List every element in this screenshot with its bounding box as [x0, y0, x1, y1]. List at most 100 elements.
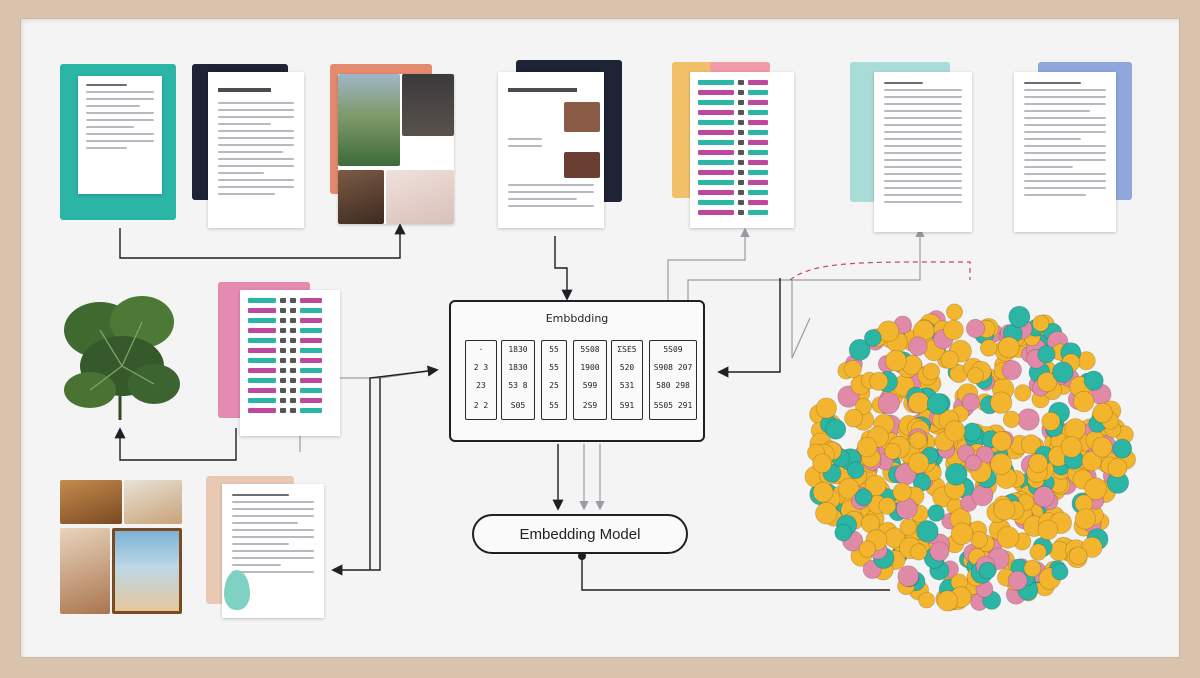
cluster-coin	[966, 367, 984, 385]
photo-crafts	[338, 170, 384, 224]
cluster-coin	[1092, 402, 1113, 424]
diagram-canvas: Embbdding · 2 3 23 2 2 1830 1830 53 8 S0…	[20, 18, 1180, 658]
cluster-coin	[1007, 570, 1028, 591]
embedding-column-1: · 2 3 23 2 2	[465, 340, 497, 420]
embedding-cell: S908 207	[653, 363, 693, 372]
cluster-coin	[1091, 436, 1113, 458]
cluster-coin	[944, 420, 966, 442]
cluster-coin	[877, 320, 900, 343]
cluster-coin	[1112, 438, 1133, 459]
photo-shelves	[60, 528, 110, 614]
arrow-embedding-doc5	[667, 227, 750, 300]
embedding-cell: 55	[549, 345, 559, 354]
cluster-coin	[855, 397, 873, 415]
embedding-column-2: 1830 1830 53 8 S05	[501, 340, 535, 420]
cluster-coin	[864, 329, 882, 347]
cluster-coin	[926, 393, 949, 415]
cluster-coin	[1023, 559, 1042, 578]
embedding-cell: 5S09	[663, 345, 683, 354]
cluster-coin	[1032, 314, 1050, 332]
embedding-model-node: Embedding Model	[472, 514, 688, 554]
cluster-coin	[993, 498, 1016, 521]
cluster-coin	[1036, 371, 1058, 393]
cluster-coin	[996, 526, 1020, 549]
cluster-coin	[927, 504, 945, 522]
cluster-coin	[838, 477, 860, 500]
pink-sheet	[710, 62, 770, 72]
embedding-cell: ·	[478, 345, 484, 354]
cluster-coin	[885, 349, 907, 372]
cluster-coin	[858, 540, 877, 558]
embedding-column-6: 5S09 S908 207 580 298 5S05 291	[649, 340, 697, 420]
cluster-coin	[834, 523, 853, 542]
cluster-coin	[943, 319, 964, 341]
cluster-coin	[877, 392, 901, 415]
embedding-cell: 55	[549, 363, 559, 372]
cluster-coin	[1060, 436, 1083, 458]
cluster-coin	[929, 541, 950, 562]
embedding-cell: 25	[549, 381, 559, 390]
arrow-doc1-doc3	[119, 223, 406, 259]
cluster-coin	[1073, 390, 1095, 413]
arrow-cluster-grey	[791, 280, 811, 359]
embedding-cell: 580 298	[656, 381, 690, 390]
cluster-coin	[989, 391, 1013, 414]
arrow-model-cluster	[581, 554, 890, 591]
color-table-document-2	[240, 290, 340, 436]
photo-beach-frame	[112, 528, 182, 614]
embedding-cell: 520	[619, 363, 635, 372]
photo-collage	[338, 74, 454, 224]
cluster-coin	[1064, 418, 1087, 440]
cluster-coin	[1081, 536, 1103, 558]
product-photo-collage	[60, 480, 182, 614]
arrow-table-plant	[114, 427, 237, 461]
embedding-box: Embbdding · 2 3 23 2 2 1830 1830 53 8 S0…	[449, 300, 705, 442]
cluster-coin	[918, 591, 936, 609]
cluster-coin	[812, 481, 834, 503]
cluster-coin	[908, 452, 930, 474]
cluster-coin	[897, 565, 920, 587]
cluster-coin	[1002, 410, 1021, 429]
connector-arrows	[114, 223, 971, 591]
cluster-coin	[1074, 508, 1097, 530]
embedding-cluster	[804, 303, 1137, 612]
arrow-cluster-embedding	[717, 278, 781, 378]
embedding-cell: 2S9	[582, 401, 598, 410]
text-document-1	[208, 72, 304, 228]
cluster-coin	[990, 452, 1013, 475]
cluster-coin	[844, 408, 863, 428]
cluster-coin	[869, 371, 889, 391]
cluster-coin	[1037, 519, 1059, 541]
embedding-cell: 599	[582, 381, 598, 390]
arrow-doc-embedding	[369, 365, 439, 570]
cluster-coin	[1041, 411, 1061, 431]
cluster-coin	[991, 430, 1012, 452]
dashed-connector	[789, 261, 971, 281]
cluster-coin	[846, 461, 865, 480]
cluster-coin	[961, 393, 980, 412]
cluster-coin	[1033, 485, 1055, 508]
embedding-column-4: 5S08 1900 599 2S9	[573, 340, 607, 420]
cluster-coin	[1051, 563, 1069, 581]
cluster-coin	[815, 397, 838, 419]
cluster-coin	[944, 463, 968, 486]
monstera-plant-image	[60, 280, 180, 428]
cluster-coin	[950, 522, 974, 546]
cluster-coin	[908, 336, 928, 357]
text-document-2	[1014, 72, 1116, 232]
cluster-coin	[1029, 543, 1047, 561]
numeric-table-document	[874, 72, 972, 232]
cluster-coin	[1017, 408, 1040, 431]
cluster-coin	[878, 496, 897, 515]
cluster-coin	[945, 303, 963, 321]
embedding-cell: 5S08	[580, 345, 600, 354]
photo-wooden-blocks	[60, 480, 122, 524]
cluster-coin	[825, 418, 847, 440]
mint-blob-shape	[224, 570, 250, 610]
cluster-coin	[899, 518, 917, 536]
photo-field	[338, 74, 400, 166]
embedding-cell: 5S05 291	[653, 401, 693, 410]
arrow-embedding-doc6	[687, 227, 925, 300]
cluster-coin	[908, 391, 930, 414]
photo-interior	[402, 74, 454, 136]
